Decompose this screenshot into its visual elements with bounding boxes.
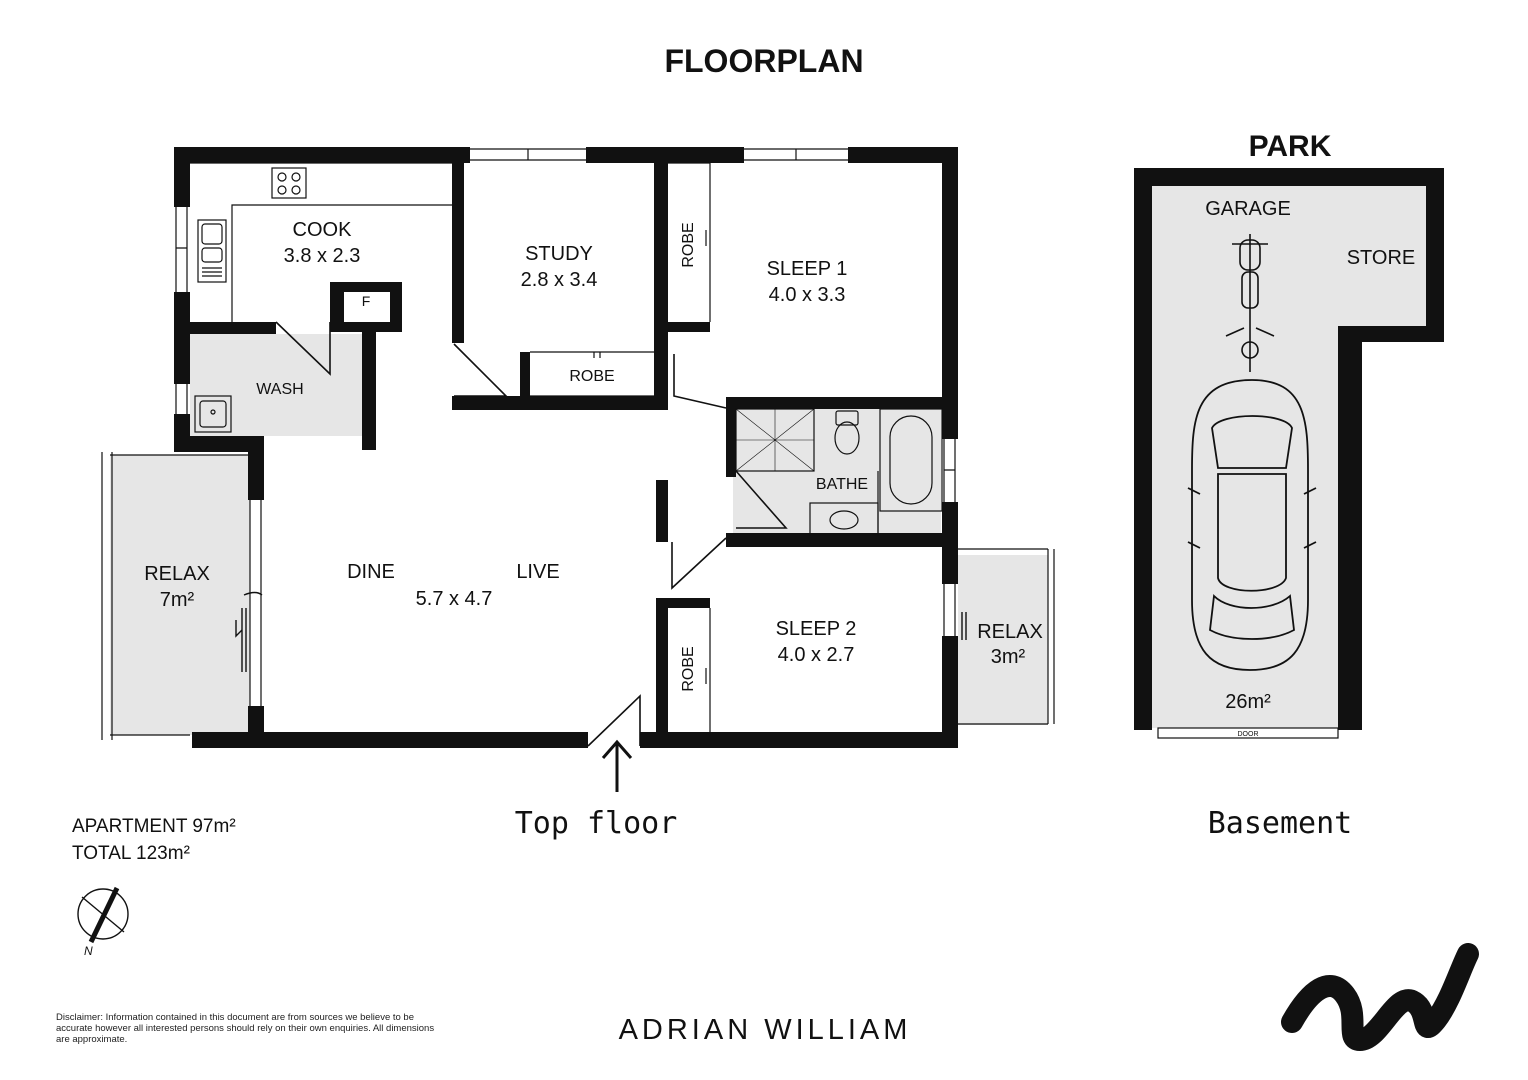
wall: [656, 598, 668, 748]
wall: [452, 396, 664, 410]
compass-north-label: N: [84, 944, 93, 958]
wall: [174, 436, 264, 452]
brand-logo-icon: [1281, 943, 1479, 1051]
wall: [640, 732, 958, 748]
wall: [726, 397, 958, 409]
fixture-lines: [101, 148, 1055, 740]
wall: [726, 397, 736, 477]
relax-left-floor: [110, 455, 250, 735]
sleep2-label: SLEEP 2: [776, 618, 857, 640]
relax-right-label: RELAX: [977, 621, 1043, 643]
garage-door-label: DOOR: [1238, 731, 1259, 738]
motorbike-icon: [1225, 234, 1275, 372]
wall: [668, 322, 710, 332]
wall: [942, 636, 958, 748]
cook-label: COOK: [293, 219, 353, 241]
sleep1-size: 4.0 x 3.3: [769, 284, 846, 306]
garage-door: [1157, 727, 1339, 739]
live-size: 5.7 x 4.7: [416, 588, 493, 610]
wall: [452, 147, 464, 343]
wall: [330, 322, 402, 332]
room-labels: COOK 3.8 x 2.3 STUDY 2.8 x 3.4 SLEEP 1 4…: [144, 219, 1043, 668]
apartment-area: APARTMENT 97m²: [72, 816, 236, 837]
cook-size: 3.8 x 2.3: [284, 245, 361, 267]
robe-study-label: ROBE: [569, 368, 614, 385]
wall: [654, 147, 668, 410]
door-swings: [275, 321, 788, 747]
apartment-walls: [174, 147, 958, 748]
car-icon: [1187, 379, 1317, 671]
brand-name: ADRIAN WILLIAM: [618, 1014, 912, 1046]
sleep1-label: SLEEP 1: [767, 258, 848, 280]
relax-right-area: 3m²: [991, 646, 1026, 668]
robe-sleep2-label: ROBE: [680, 646, 697, 691]
sleep2-size: 4.0 x 2.7: [778, 644, 855, 666]
wall: [520, 352, 530, 404]
wall: [726, 533, 958, 547]
total-area: TOTAL 123m²: [72, 843, 190, 864]
entry-arrow: [601, 739, 633, 792]
wall: [192, 732, 588, 748]
fridge-label: F: [362, 293, 371, 309]
wall: [668, 598, 710, 608]
compass-icon: N: [77, 886, 129, 958]
relax-left-label: RELAX: [144, 563, 210, 585]
live-label: LIVE: [516, 561, 559, 583]
study-size: 2.8 x 3.4: [521, 269, 598, 291]
relax-right-floor: [958, 555, 1048, 725]
garage-area: 26m²: [1225, 691, 1271, 713]
basement-label: Basement: [1208, 806, 1353, 841]
wall: [174, 147, 470, 163]
wall: [362, 322, 376, 450]
disclaimer-text: Disclaimer: Information contained in thi…: [56, 1012, 435, 1045]
wall: [848, 147, 958, 163]
relax-left-area: 7m²: [160, 589, 195, 611]
wall: [942, 147, 958, 397]
wall: [656, 480, 668, 542]
garage-floor: [1152, 186, 1426, 728]
page-title: FLOORPLAN: [664, 43, 863, 79]
wall: [174, 147, 190, 207]
wall: [390, 282, 402, 332]
small-labels: WASH BATHE F ROBE ROBE ROBE: [256, 222, 868, 691]
store-label: STORE: [1347, 247, 1416, 269]
wall: [174, 292, 190, 384]
garage-label: GARAGE: [1205, 198, 1291, 220]
top-floor-label: Top floor: [515, 806, 678, 841]
shaded-areas: [110, 186, 1426, 735]
wall: [330, 282, 402, 292]
sliding-doors: [235, 591, 967, 672]
wall: [190, 322, 276, 334]
study-label: STUDY: [525, 243, 593, 265]
wall: [248, 436, 264, 500]
wash-label: WASH: [256, 381, 303, 398]
dine-label: DINE: [347, 561, 395, 583]
park-title: PARK: [1249, 130, 1332, 163]
bathe-label: BATHE: [816, 476, 868, 493]
wash-floor: [190, 334, 362, 436]
robe-sleep1-label: ROBE: [680, 222, 697, 267]
wall: [330, 282, 344, 332]
